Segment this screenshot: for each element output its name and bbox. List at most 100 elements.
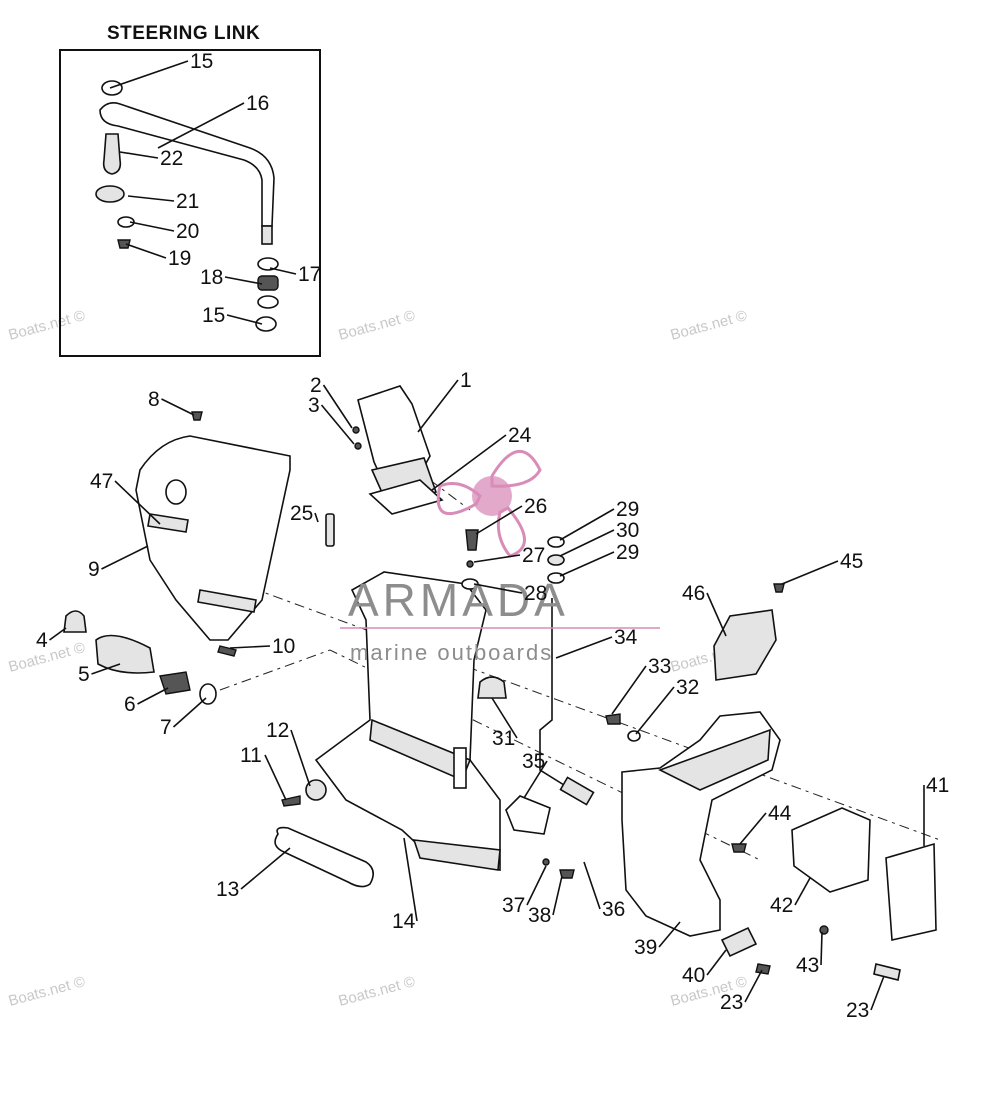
callout-number: 24 [508, 424, 532, 447]
leader-line [744, 969, 763, 1003]
screw-part [117, 239, 131, 249]
callout-44: 44 [739, 802, 792, 845]
leader-line [49, 627, 67, 641]
callout-29: 29 [559, 498, 639, 541]
bracket-35-part [505, 795, 551, 835]
callout-number: 12 [266, 719, 289, 742]
callout-14: 14 [392, 837, 418, 933]
callout-39: 39 [634, 921, 681, 959]
callout-number: 34 [614, 626, 638, 649]
leader-line [870, 975, 885, 1011]
callout-40: 40 [682, 949, 727, 987]
callout-4: 4 [36, 627, 67, 652]
callout-7: 7 [160, 697, 207, 739]
callout-number: 46 [682, 582, 705, 605]
leader-line [137, 687, 169, 705]
overlay-label: Boats.net © [337, 307, 417, 344]
callout-15: 15 [109, 50, 213, 89]
clip-40-part [720, 926, 758, 958]
callout-27: 27 [473, 544, 545, 567]
callout-number: 4 [36, 629, 48, 652]
callout-number: 45 [840, 550, 863, 573]
leader-line [794, 877, 811, 906]
leader-line [101, 545, 149, 570]
callout-number: 43 [796, 954, 819, 977]
callout-number: 36 [602, 898, 625, 921]
leader-line [555, 636, 613, 659]
leader-line [706, 949, 727, 976]
inset-title: STEERING LINK [107, 23, 260, 44]
callout-number: 38 [528, 904, 551, 927]
callout-number: 40 [682, 964, 705, 987]
screw-44-part [731, 843, 747, 853]
callout-number: 7 [160, 716, 172, 739]
leader-line [658, 921, 681, 948]
callout-number: 10 [272, 635, 295, 658]
bushing-30-part [547, 554, 565, 566]
callout-number: 23 [846, 999, 869, 1022]
callout-number: 47 [90, 470, 113, 493]
leader-line [706, 592, 727, 637]
leader-line [290, 729, 311, 787]
callout-number: 15 [202, 304, 225, 327]
lower-housing-39-part [621, 711, 781, 937]
screw-2-part [352, 426, 360, 434]
pin-27-part [466, 560, 474, 568]
callout-25: 25 [290, 502, 319, 525]
plate-41-part [885, 842, 937, 941]
watermark-text: Boats.net © [337, 973, 417, 1010]
cover-42-part [791, 807, 871, 893]
leader-line [526, 865, 547, 906]
bolt-33-part [605, 713, 621, 725]
callout-number: 32 [676, 676, 699, 699]
steering-arm-pin [261, 225, 273, 245]
brand-watermark: ARMADA marine outboards [340, 450, 660, 665]
callout-5: 5 [78, 663, 121, 686]
callout-24: 24 [431, 424, 532, 491]
leader-line [523, 760, 548, 799]
brand-name: ARMADA [348, 574, 569, 626]
callout-9: 9 [88, 545, 149, 581]
callout-number: 2 [310, 374, 322, 397]
pin-23b-part [873, 963, 901, 981]
callout-number: 14 [392, 910, 416, 933]
anode-12-part [305, 779, 327, 801]
leader-line [224, 276, 263, 285]
boot-5-part [95, 634, 155, 674]
ball-stud-part [102, 133, 122, 175]
callout-number: 15 [190, 50, 213, 73]
callout-number: 28 [524, 582, 547, 605]
leader-line [491, 697, 518, 739]
leader-line [269, 267, 297, 275]
leader-line [114, 480, 161, 525]
callout-number: 42 [770, 894, 793, 917]
callout-number: 11 [240, 744, 262, 767]
callout-21: 21 [127, 190, 199, 213]
callout-number: 13 [216, 878, 239, 901]
leader-line [559, 508, 615, 541]
leader-line [473, 554, 521, 563]
callout-28: 28 [473, 582, 547, 605]
callout-32: 32 [635, 676, 699, 735]
callout-13: 13 [216, 847, 291, 901]
leader-line [781, 560, 839, 585]
watermark-text: Boats.net © [669, 307, 749, 344]
callout-number: 31 [492, 727, 515, 750]
callout-number: 29 [616, 541, 639, 564]
pin-23a-part [755, 963, 771, 975]
callout-6: 6 [124, 687, 169, 716]
callout-17: 17 [269, 263, 321, 286]
leader-line [635, 686, 675, 735]
leader-line [161, 398, 195, 416]
callout-35: 35 [522, 750, 548, 799]
seal-13-part [274, 826, 374, 888]
callout-34: 34 [555, 626, 638, 659]
leader-line [552, 875, 563, 916]
callout-number: 17 [298, 263, 321, 286]
callout-43: 43 [796, 931, 823, 977]
callout-46: 46 [682, 582, 727, 637]
washer-part [117, 216, 135, 228]
steering-link-inset: STEERING LINK [59, 23, 321, 357]
callout-number: 25 [290, 502, 313, 525]
